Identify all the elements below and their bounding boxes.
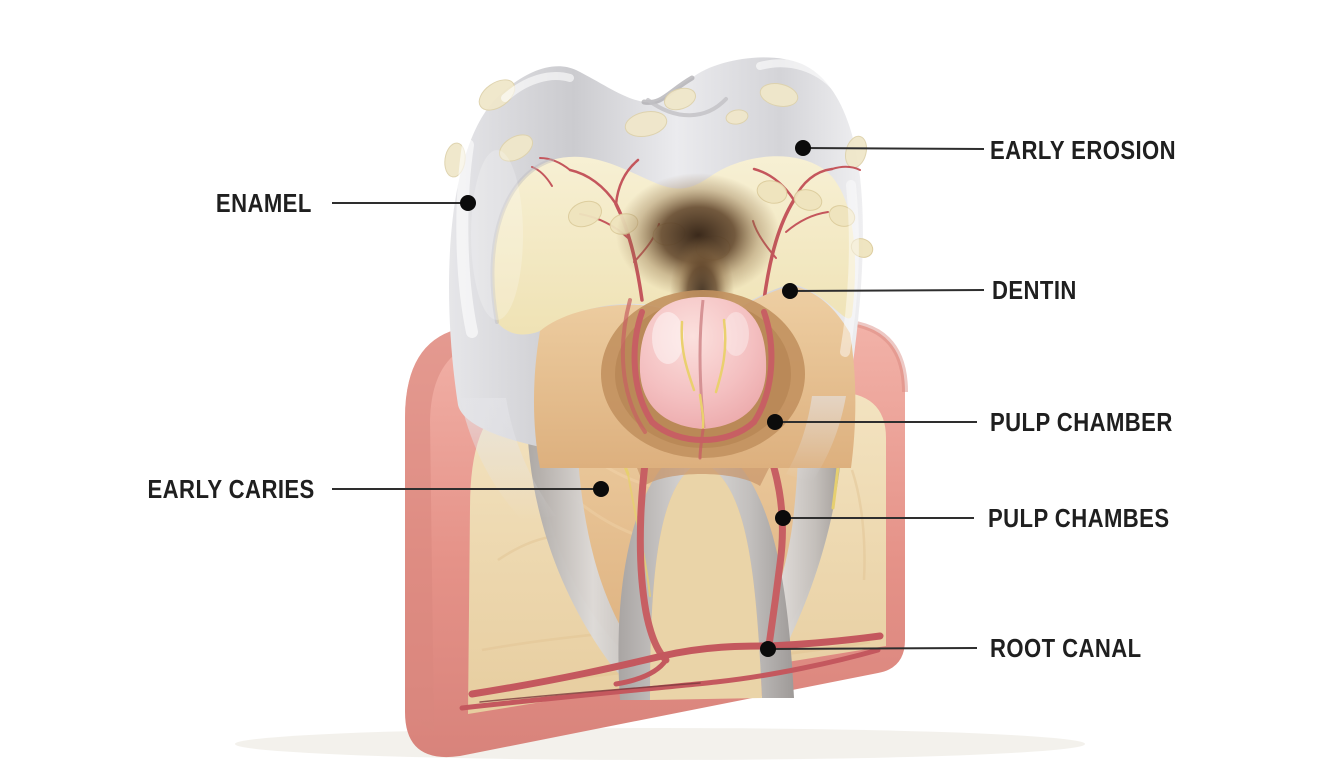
- leader-early-caries: [332, 481, 609, 497]
- leader-root-canal: [760, 641, 978, 657]
- pulp-nerves: [680, 318, 727, 430]
- label-enamel: ENAMEL: [216, 188, 312, 218]
- marker-dot-root-canal: [760, 641, 776, 657]
- leader-enamel: [332, 195, 476, 211]
- label-early-caries: EARLY CARIES: [147, 474, 315, 504]
- marker-dot-dentin: [782, 283, 798, 299]
- label-early-erosion: EARLY EROSION: [990, 135, 1177, 165]
- label-pulp-chamber: PULP CHAMBER: [990, 407, 1173, 437]
- pulp-rim-vessels: [620, 298, 775, 460]
- marker-dot-early-erosion: [795, 140, 811, 156]
- leader-dentin: [782, 283, 985, 299]
- marker-dot-pulp-chambes: [775, 510, 791, 526]
- enamel-surface-spots: [444, 79, 868, 178]
- leader-pulp-chambes: [775, 510, 974, 526]
- label-dentin: DENTIN: [992, 275, 1077, 305]
- label-pulp-chambes: PULP CHAMBES: [988, 503, 1170, 533]
- leader-early-erosion: [795, 140, 985, 156]
- tooth-crown: [444, 57, 874, 520]
- marker-dot-pulp-chamber: [767, 414, 783, 430]
- pulp-chamber-shape: [601, 290, 805, 460]
- enamel-gloss: [456, 59, 859, 357]
- marker-dot-enamel: [460, 195, 476, 211]
- inter-root-bone: [650, 462, 762, 700]
- marker-dot-early-caries: [593, 481, 609, 497]
- leader-pulp-chamber: [767, 414, 977, 430]
- label-root-canal: ROOT CANAL: [990, 633, 1142, 663]
- root-furcation-arch: [618, 438, 794, 700]
- tooth-neck-right: [786, 396, 846, 482]
